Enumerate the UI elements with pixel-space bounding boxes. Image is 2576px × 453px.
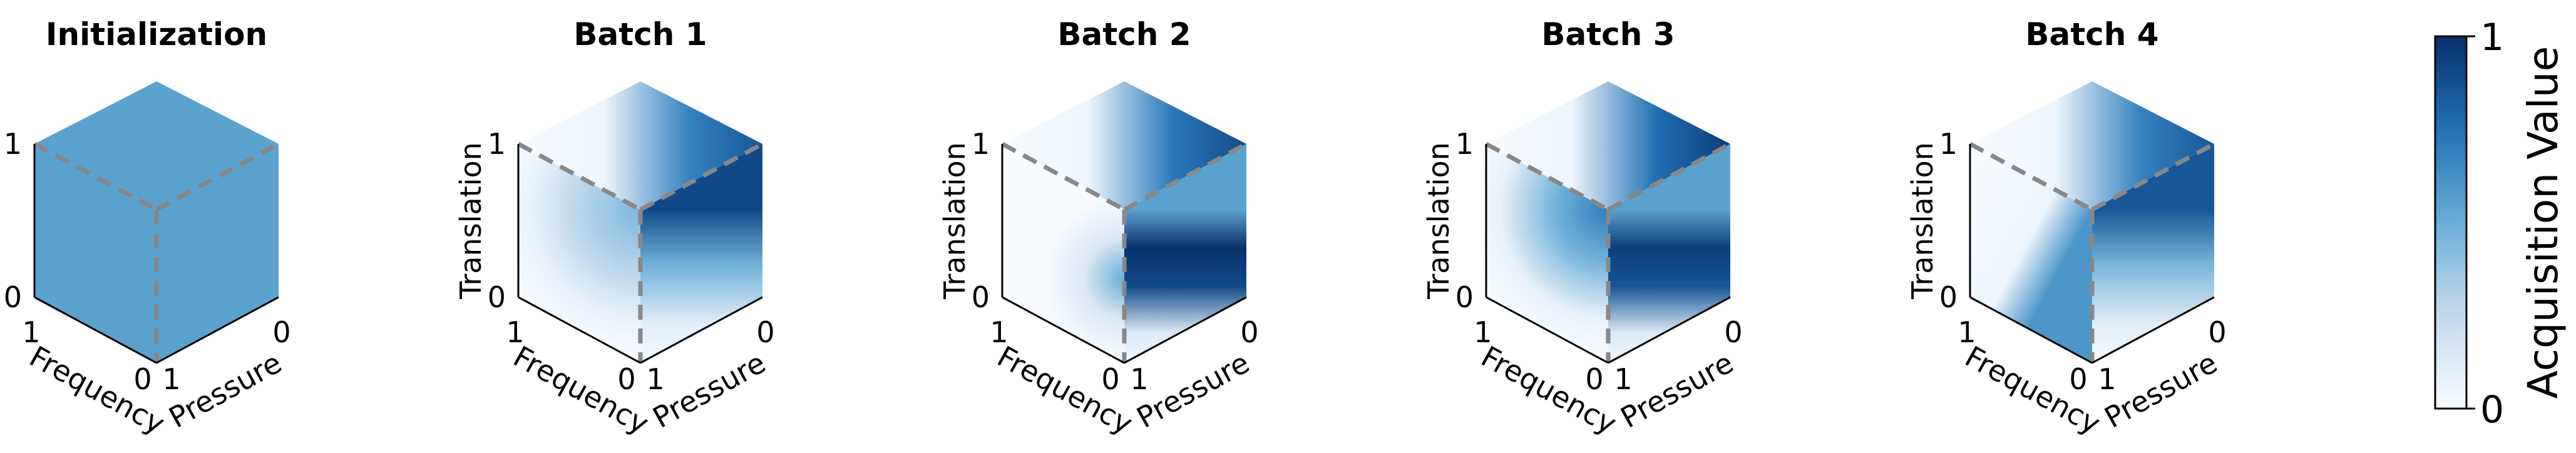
pressure-axis-label: Pressure bbox=[163, 345, 287, 434]
translation-tick-max: 1 bbox=[972, 127, 990, 161]
cube-right-face bbox=[157, 144, 279, 363]
panel-title: Batch 1 bbox=[573, 16, 707, 53]
frequency-tick-min: 0 bbox=[2069, 362, 2087, 396]
colorbar-max-label: 1 bbox=[2480, 16, 2504, 59]
pressure-tick-max: 0 bbox=[1240, 315, 1258, 349]
translation-tick-max: 1 bbox=[1455, 127, 1474, 161]
pressure-axis-line bbox=[1124, 296, 1247, 364]
pressure-axis-line bbox=[2091, 296, 2215, 364]
cube-top-face bbox=[1002, 81, 1246, 210]
pressure-tick-min: 1 bbox=[162, 362, 180, 396]
colorbar-min-label: 0 bbox=[2480, 388, 2504, 432]
cube-panel-1: Initialization10Translation10Frequency10… bbox=[0, 16, 291, 441]
cube-panel-3: Batch 210Translation10Frequency10Pressur… bbox=[938, 16, 1259, 441]
pressure-axis-line bbox=[156, 296, 279, 364]
cube-panel-4: Batch 310Translation10Frequency10Pressur… bbox=[1422, 16, 1743, 441]
pressure-tick-min: 1 bbox=[2098, 362, 2116, 396]
frequency-axis-line bbox=[34, 296, 157, 364]
panel-title: Batch 4 bbox=[2025, 16, 2158, 53]
frequency-tick-min: 0 bbox=[617, 362, 635, 396]
cube-left-face bbox=[518, 144, 640, 363]
translation-tick-min: 0 bbox=[1455, 280, 1474, 314]
translation-axis-label: Translation bbox=[938, 142, 972, 300]
frequency-tick-min: 0 bbox=[1101, 362, 1119, 396]
panel-title: Initialization bbox=[46, 16, 267, 53]
frequency-axis-line bbox=[1969, 296, 2093, 364]
cube-right-face bbox=[640, 144, 762, 363]
frequency-tick-max: 1 bbox=[990, 315, 1008, 349]
pressure-axis-label: Pressure bbox=[1131, 345, 1255, 434]
pressure-tick-min: 1 bbox=[646, 362, 664, 396]
frequency-tick-max: 1 bbox=[22, 315, 40, 349]
frequency-axis-line bbox=[1002, 296, 1125, 364]
cube-right-face bbox=[1124, 144, 1246, 363]
colorbar: 1 0 Acquisition Value bbox=[2434, 16, 2567, 432]
translation-tick-max: 1 bbox=[4, 127, 22, 161]
translation-tick-max: 1 bbox=[1939, 127, 1958, 161]
frequency-tick-max: 1 bbox=[1474, 315, 1492, 349]
colorbar-scale bbox=[2434, 35, 2468, 410]
frequency-axis-line bbox=[1486, 296, 1609, 364]
cube-top-face bbox=[1970, 81, 2214, 210]
pressure-tick-max: 0 bbox=[2208, 315, 2226, 349]
translation-axis-label: Translation bbox=[1906, 142, 1939, 300]
cube-right-face bbox=[1608, 144, 1730, 363]
pressure-tick-max: 0 bbox=[272, 315, 290, 349]
translation-tick-min: 0 bbox=[1939, 280, 1958, 314]
frequency-tick-min: 0 bbox=[133, 362, 151, 396]
translation-tick-min: 0 bbox=[972, 280, 990, 314]
translation-tick-max: 1 bbox=[488, 127, 506, 161]
pressure-axis-label: Pressure bbox=[2099, 345, 2223, 434]
cube-left-face bbox=[1486, 144, 1608, 363]
frequency-tick-min: 0 bbox=[1585, 362, 1603, 396]
cube-top-face bbox=[1486, 81, 1730, 210]
cube-panel-2: Batch 110Translation10Frequency10Pressur… bbox=[454, 16, 775, 441]
cube-left-face bbox=[1970, 144, 2092, 363]
frequency-tick-max: 1 bbox=[1958, 315, 1976, 349]
translation-tick-min: 0 bbox=[4, 280, 22, 314]
frequency-axis-line bbox=[518, 296, 641, 364]
cube-right-face bbox=[2092, 144, 2214, 363]
cube-left-face bbox=[34, 144, 157, 363]
frequency-tick-max: 1 bbox=[506, 315, 524, 349]
pressure-axis-line bbox=[1608, 296, 1731, 364]
panel-title: Batch 3 bbox=[1541, 16, 1675, 53]
cube-top-face bbox=[34, 81, 279, 210]
colorbar-label: Acquisition Value bbox=[2519, 46, 2567, 399]
pressure-axis-line bbox=[640, 296, 763, 364]
translation-axis-label: Translation bbox=[1422, 142, 1455, 300]
translation-axis-label: Translation bbox=[454, 142, 488, 300]
pressure-tick-min: 1 bbox=[1130, 362, 1148, 396]
pressure-tick-max: 0 bbox=[756, 315, 774, 349]
panel-title: Batch 2 bbox=[1057, 16, 1191, 53]
cube-panel-5: Batch 410Translation10Frequency10Pressur… bbox=[1906, 16, 2227, 441]
pressure-tick-max: 0 bbox=[1724, 315, 1742, 349]
translation-tick-min: 0 bbox=[488, 280, 506, 314]
pressure-axis-label: Pressure bbox=[1615, 345, 1739, 434]
translation-axis-label: Translation bbox=[0, 142, 4, 300]
pressure-axis-label: Pressure bbox=[647, 345, 771, 434]
cube-left-face bbox=[1002, 144, 1124, 363]
cube-top-face bbox=[518, 81, 762, 210]
pressure-tick-min: 1 bbox=[1614, 362, 1632, 396]
